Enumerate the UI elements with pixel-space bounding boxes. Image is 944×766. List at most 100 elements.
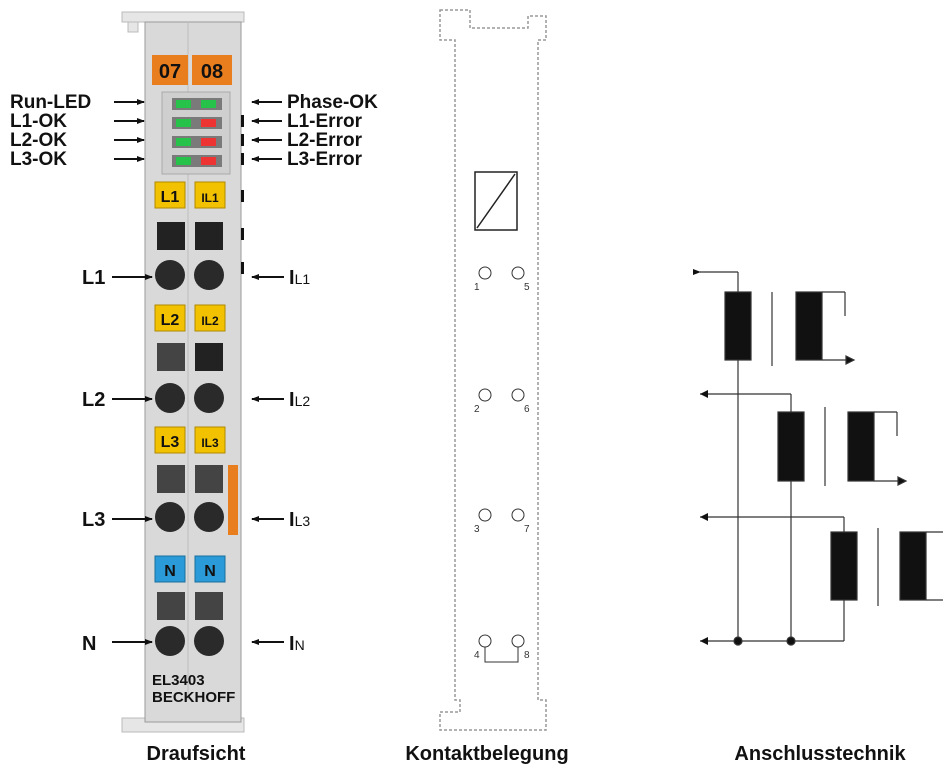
svg-text:IL1: IL1 xyxy=(289,267,310,289)
contact-point xyxy=(478,634,492,648)
led-labels-right: Phase-OK L1-Error L2-Error L3-Error xyxy=(241,92,378,274)
spring-contact xyxy=(155,383,185,413)
svg-text:N: N xyxy=(164,563,176,580)
terminal-top-view: 07 08 L1 IL1 L2 IL2 xyxy=(121,11,245,733)
slot-label-l1 xyxy=(154,181,186,209)
svg-text:L3: L3 xyxy=(161,434,180,451)
terminal-number-badge xyxy=(192,55,232,85)
wiring-diagram xyxy=(693,269,943,646)
transformer-secondary xyxy=(847,411,875,482)
svg-text:3: 3 xyxy=(474,524,480,535)
terminal-brand: BECKHOFF xyxy=(152,689,235,706)
terminal-number: 08 xyxy=(201,61,223,83)
led-labels-left: Run-LED L1-OK L2-OK L3-OK xyxy=(10,92,145,170)
release-opening xyxy=(195,222,223,250)
svg-text:L2-OK: L2-OK xyxy=(10,130,67,151)
contact-outline xyxy=(439,9,547,731)
svg-text:6: 6 xyxy=(524,404,530,415)
svg-text:7: 7 xyxy=(524,524,530,535)
svg-text:4: 4 xyxy=(474,650,480,661)
svg-text:8: 8 xyxy=(524,650,530,661)
spring-contact xyxy=(155,626,185,656)
svg-text:1: 1 xyxy=(474,282,480,293)
svg-text:IL2: IL2 xyxy=(201,314,219,328)
slot-badge-il3 xyxy=(194,426,226,454)
svg-text:L3: L3 xyxy=(82,509,105,531)
slot-label-l2 xyxy=(154,304,186,332)
led-l2-ok xyxy=(176,138,191,146)
svg-text:L2-Error: L2-Error xyxy=(287,130,363,151)
transformer-secondary xyxy=(795,291,823,361)
spring-contact xyxy=(194,626,224,656)
svg-text:L2: L2 xyxy=(82,389,105,411)
svg-text:L1-OK: L1-OK xyxy=(10,111,67,132)
spring-contact xyxy=(155,260,185,290)
slot-badge-il2 xyxy=(194,304,226,332)
contact-point xyxy=(478,266,492,280)
release-opening xyxy=(195,465,223,493)
connection-labels-left: L1 L2 L3 N xyxy=(82,267,153,655)
arrow-icon xyxy=(700,513,708,521)
terminal-number-badge xyxy=(152,55,188,85)
led-l1-ok xyxy=(176,119,191,127)
terminal-model: EL3403 xyxy=(152,672,205,689)
svg-text:Run-LED: Run-LED xyxy=(10,92,91,113)
side-marker xyxy=(228,465,238,535)
arrow-icon xyxy=(700,637,708,645)
contact-point xyxy=(511,508,525,522)
svg-text:N: N xyxy=(204,563,216,580)
led-l1-error xyxy=(201,119,216,127)
contact-point xyxy=(478,508,492,522)
spring-contact xyxy=(194,260,224,290)
release-opening xyxy=(157,343,185,371)
svg-text:L1: L1 xyxy=(161,189,180,206)
terminal-number: 07 xyxy=(159,61,181,83)
contact-assignment: 1 5 2 6 3 7 4 8 xyxy=(439,9,547,731)
transformer-primary xyxy=(777,411,805,482)
spring-contact xyxy=(155,502,185,532)
contact-point xyxy=(511,388,525,402)
svg-text:IL1: IL1 xyxy=(201,191,219,205)
led-l3-error xyxy=(201,157,216,165)
spring-contact xyxy=(194,383,224,413)
release-opening xyxy=(195,592,223,620)
release-opening xyxy=(157,465,185,493)
svg-text:L1-Error: L1-Error xyxy=(287,111,363,132)
svg-text:IL3: IL3 xyxy=(201,436,219,450)
svg-text:IL2: IL2 xyxy=(289,389,310,411)
transformer-primary xyxy=(830,531,858,601)
svg-text:L3-Error: L3-Error xyxy=(287,149,363,170)
contact-point xyxy=(511,266,525,280)
svg-text:5: 5 xyxy=(524,282,530,293)
led-run xyxy=(176,100,191,108)
svg-text:L1: L1 xyxy=(82,267,105,289)
led-phase-ok xyxy=(201,100,216,108)
svg-text:IL3: IL3 xyxy=(289,509,310,531)
svg-text:L2: L2 xyxy=(161,312,180,329)
release-opening xyxy=(157,592,185,620)
svg-text:IN: IN xyxy=(289,633,305,655)
slot-label-n xyxy=(154,555,186,583)
release-opening xyxy=(157,222,185,250)
arrow-icon xyxy=(700,390,708,398)
contact-point xyxy=(511,634,525,648)
led-l3-ok xyxy=(176,157,191,165)
svg-text:N: N xyxy=(82,633,96,655)
svg-text:2: 2 xyxy=(474,404,480,415)
svg-text:Phase-OK: Phase-OK xyxy=(287,92,378,113)
caption-top-view: Draufsicht xyxy=(147,743,246,765)
transformer-secondary xyxy=(899,531,927,601)
contact-point xyxy=(478,388,492,402)
slot-badge-il1 xyxy=(194,181,226,209)
transformer-primary xyxy=(724,291,752,361)
caption-contacts: Kontaktbelegung xyxy=(405,743,568,765)
connection-labels-right: IL1 IL2 IL3 IN xyxy=(251,267,310,655)
caption-wiring: Anschlusstechnik xyxy=(734,743,906,765)
slot-label-n xyxy=(194,555,226,583)
slot-label-l3 xyxy=(154,426,186,454)
release-opening xyxy=(195,343,223,371)
svg-text:L3-OK: L3-OK xyxy=(10,149,67,170)
led-l2-error xyxy=(201,138,216,146)
spring-contact xyxy=(194,502,224,532)
